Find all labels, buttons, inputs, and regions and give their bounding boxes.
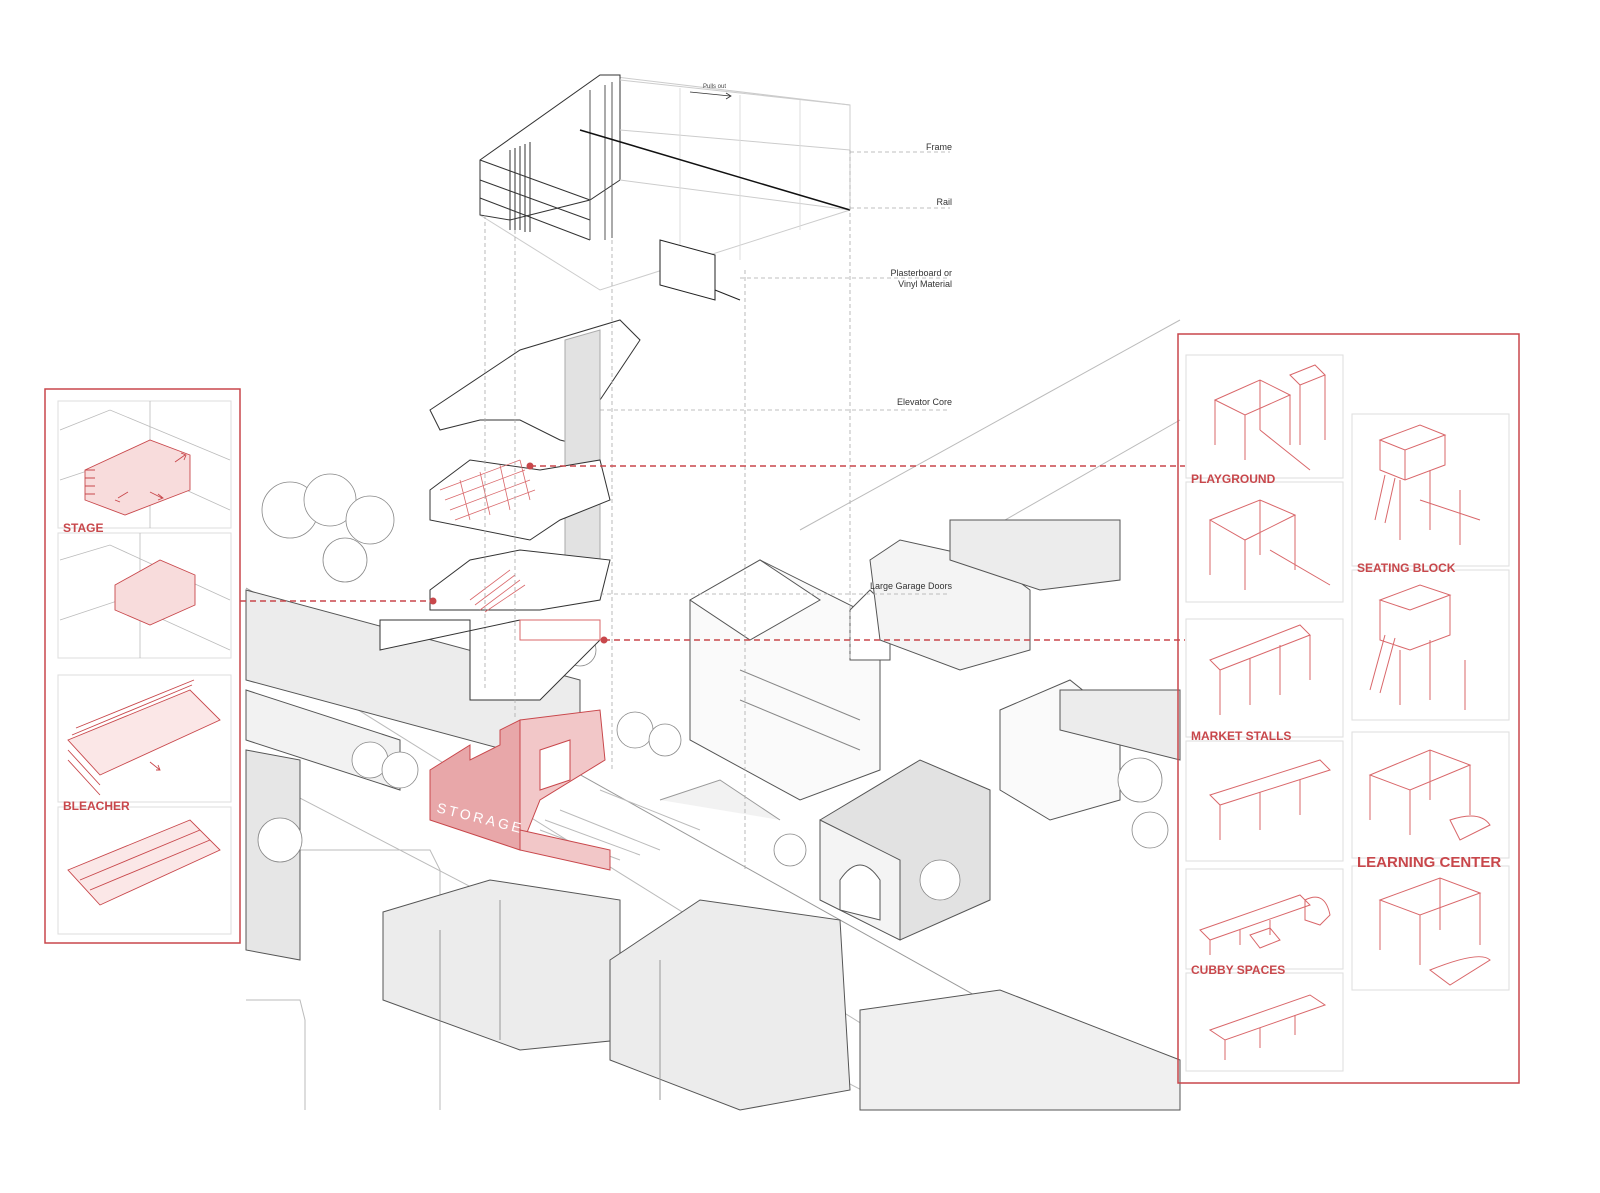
callout-garage-doors: Large Garage Doors [870, 581, 953, 591]
red-connector-dots [429, 462, 608, 644]
site-context [245, 319, 1181, 1111]
bleacher-title: BLEACHER [63, 799, 130, 813]
callouts: Frame Rail Plasterboard or Vinyl Materia… [870, 142, 953, 591]
red-connectors [240, 465, 1185, 641]
callout-frame: Frame [926, 142, 952, 152]
cubby-spaces-title: CUBBY SPACES [1191, 963, 1285, 977]
callout-rail: Rail [936, 197, 952, 207]
exploded-floors [379, 319, 641, 701]
pulls-out-label: Pulls out [703, 84, 726, 90]
playground-title: PLAYGROUND [1191, 472, 1276, 486]
seating-block-title: SEATING BLOCK [1357, 561, 1456, 575]
trees [257, 473, 1169, 901]
right-panel: PLAYGROUND SEATING BLOCK MARKET STALLS L… [1177, 333, 1520, 1084]
callout-plasterboard-1: Plasterboard or [890, 268, 952, 278]
callout-elevator-core: Elevator Core [897, 397, 952, 407]
storage-block: STORAGE [429, 709, 611, 871]
stage-title: STAGE [63, 521, 103, 535]
callout-plasterboard-2: Vinyl Material [898, 279, 952, 289]
learning-center-title: LEARNING CENTER [1357, 854, 1501, 871]
market-stalls-title: MARKET STALLS [1191, 729, 1291, 743]
left-panel: STAGE BLEACHER [44, 388, 241, 944]
guide-lines [484, 150, 950, 870]
exploded-frame: Pulls out [479, 74, 851, 301]
